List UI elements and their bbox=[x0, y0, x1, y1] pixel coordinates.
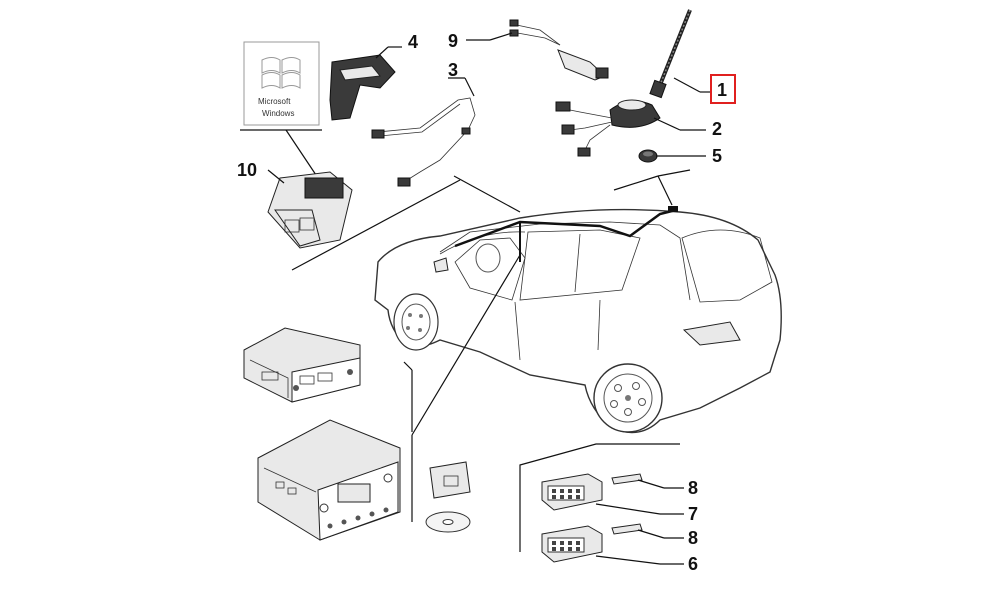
part-4-bracket bbox=[329, 54, 396, 121]
car-illustration bbox=[374, 206, 782, 434]
part-2-antenna-base bbox=[555, 99, 661, 157]
part-6-connector bbox=[541, 525, 603, 563]
callout-3: 3 bbox=[448, 60, 458, 80]
part-3-cable-harness bbox=[371, 97, 476, 187]
front-wheel bbox=[393, 293, 439, 351]
part-8-pin-bottom bbox=[611, 523, 643, 535]
logo-line1: Microsoft bbox=[258, 97, 291, 106]
radio-unit-small bbox=[243, 327, 361, 403]
part-7-connector bbox=[541, 473, 603, 511]
windows-logo-box: Microsoft Windows bbox=[243, 41, 320, 126]
radio-unit-large bbox=[257, 419, 401, 541]
callout-10: 10 bbox=[237, 160, 257, 180]
part-9-antenna-cable bbox=[509, 19, 609, 81]
callout-4: 4 bbox=[408, 32, 418, 52]
part-8-pin-top bbox=[611, 473, 643, 485]
callout-6: 6 bbox=[688, 554, 698, 574]
callout-9: 9 bbox=[448, 31, 458, 51]
callout-5: 5 bbox=[712, 146, 722, 166]
callout-7: 7 bbox=[688, 504, 698, 524]
callout-1-highlight bbox=[710, 74, 736, 104]
rear-wheel bbox=[593, 363, 663, 433]
windows-flag-icon bbox=[261, 57, 301, 89]
callout-8-bottom: 8 bbox=[688, 528, 698, 548]
logo-line2: Windows bbox=[262, 109, 294, 118]
part-10-switch-module bbox=[267, 171, 353, 249]
callout-1: 1 bbox=[717, 80, 727, 100]
part-5-grommet bbox=[638, 149, 658, 163]
cd-and-card bbox=[425, 461, 471, 533]
part-1-antenna-mast bbox=[649, 9, 692, 99]
callout-2: 2 bbox=[712, 119, 722, 139]
callout-8-top: 8 bbox=[688, 478, 698, 498]
